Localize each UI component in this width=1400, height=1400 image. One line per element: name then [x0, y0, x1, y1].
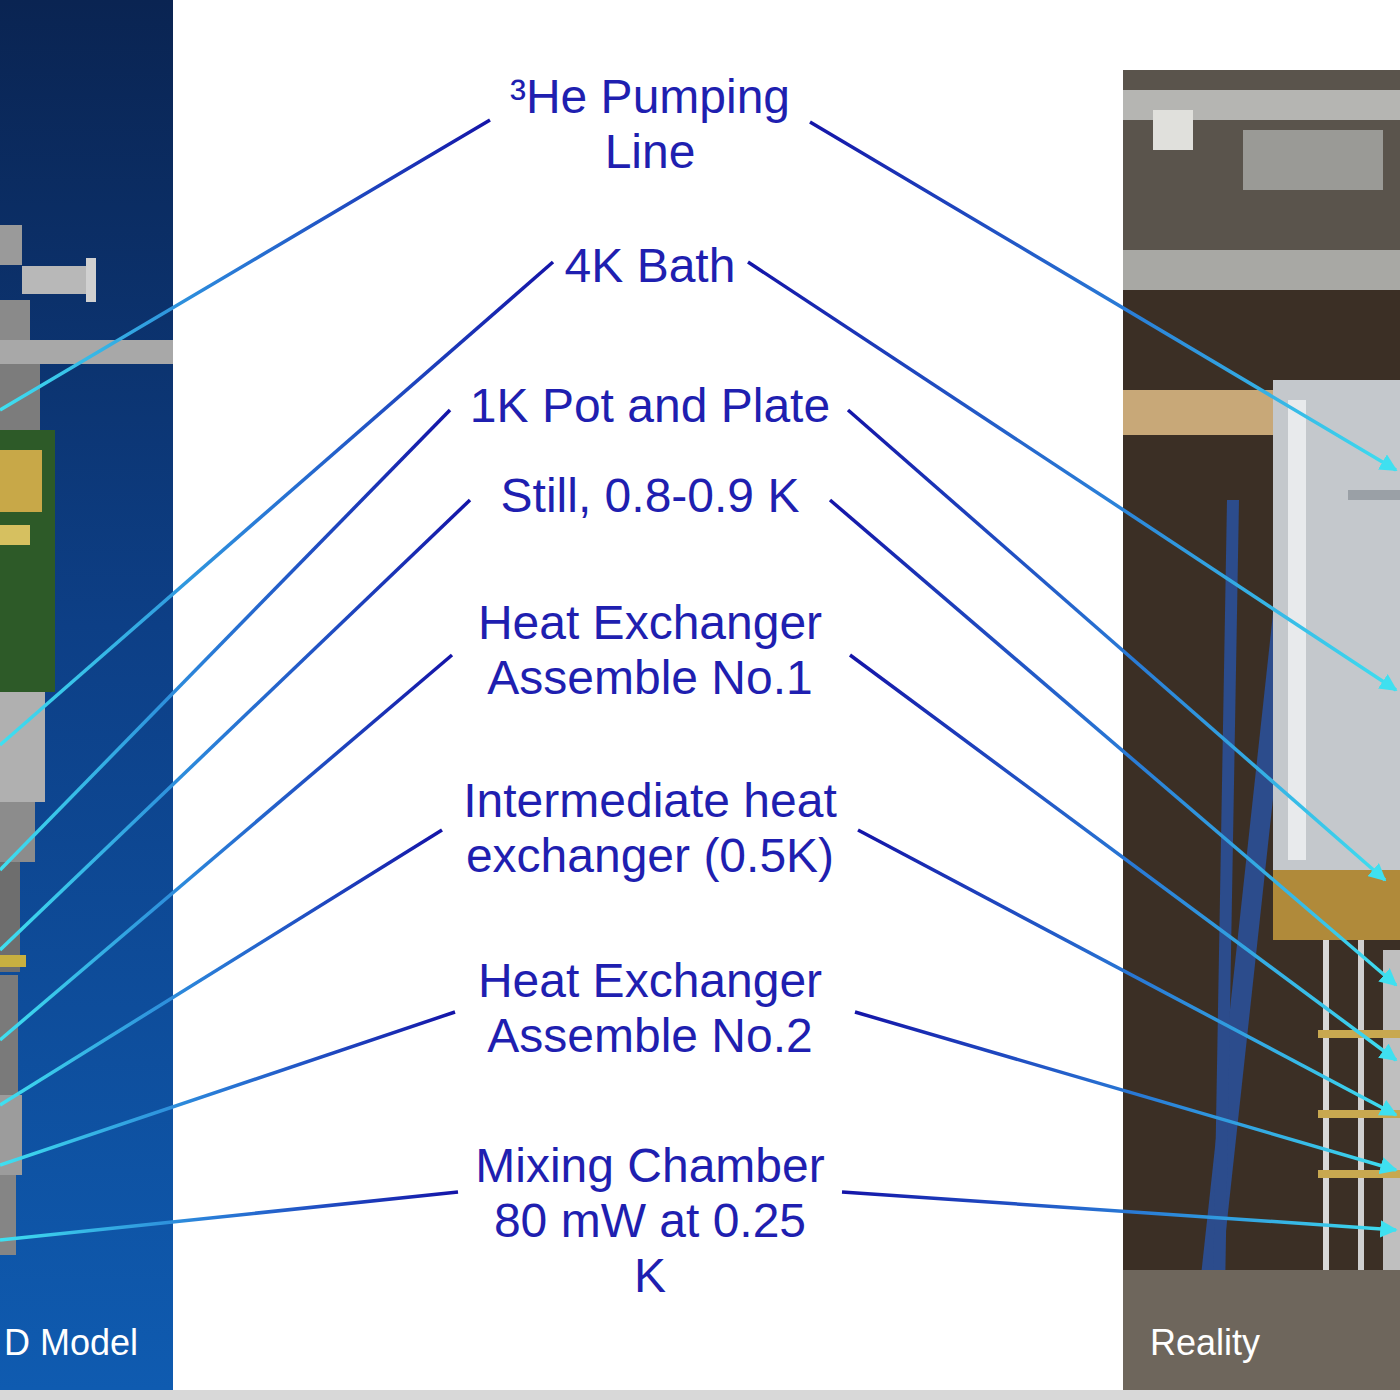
illustration-part [1318, 1170, 1400, 1178]
part-label: 4K Bath [450, 238, 850, 293]
illustration-part [0, 975, 18, 1095]
brass-plate [1273, 870, 1400, 940]
green-vessel [0, 430, 55, 692]
part-label: 1K Pot and Plate [440, 378, 860, 433]
part-label: ³He Pumping Line [490, 69, 810, 179]
left-leaders [0, 120, 553, 1240]
illustration-part [1348, 490, 1400, 500]
photo-illustration [1123, 70, 1400, 1390]
leader-line [858, 830, 1396, 1115]
bellows [22, 266, 88, 294]
right-leaders [748, 122, 1396, 1230]
leader-line [0, 262, 553, 745]
leader-line [848, 410, 1385, 880]
image-panel: Reality [1123, 70, 1400, 1390]
leader-line [850, 655, 1396, 1060]
leader-line [0, 410, 450, 870]
leader-line [855, 1012, 1396, 1170]
illustration-part [1123, 250, 1400, 290]
part-label: Still, 0.8-0.9 K [440, 468, 860, 523]
bottom-strip [0, 1390, 1400, 1400]
image-panel: D Model [0, 0, 173, 1390]
illustration-part [0, 1175, 16, 1255]
leader-line [810, 122, 1396, 470]
cad-model-illustration [0, 0, 173, 1390]
leader-line [830, 500, 1396, 985]
illustration-part [1243, 130, 1383, 190]
part-label: Intermediate heat exchanger (0.5K) [450, 773, 850, 883]
illustration-part [0, 225, 22, 265]
leader-line [0, 500, 470, 950]
illustration-part [0, 525, 30, 545]
part-label: Heat Exchanger Assemble No.1 [460, 595, 840, 705]
leader-line [0, 655, 452, 1040]
illustration-part [0, 300, 30, 340]
leader-line [0, 120, 490, 410]
leader-line [842, 1192, 1396, 1230]
illustration-part [0, 450, 42, 512]
leader-line [0, 1012, 455, 1165]
panel-caption: Reality [1150, 1322, 1400, 1364]
leader-line [0, 830, 442, 1105]
illustration-part [86, 258, 96, 302]
illustration-part [0, 955, 26, 967]
leader-line [0, 1192, 458, 1240]
blue-beam [1218, 500, 1233, 1350]
part-label: Mixing Chamber 80 mW at 0.25 K [473, 1138, 828, 1303]
illustration-part [1153, 110, 1193, 150]
illustration-part [1123, 70, 1400, 250]
illustration-part [1123, 1270, 1400, 1390]
leader-line [748, 262, 1396, 690]
illustration-part [0, 692, 45, 802]
part-label: Heat Exchanger Assemble No.2 [460, 953, 840, 1063]
panel-caption: D Model [4, 1322, 173, 1364]
